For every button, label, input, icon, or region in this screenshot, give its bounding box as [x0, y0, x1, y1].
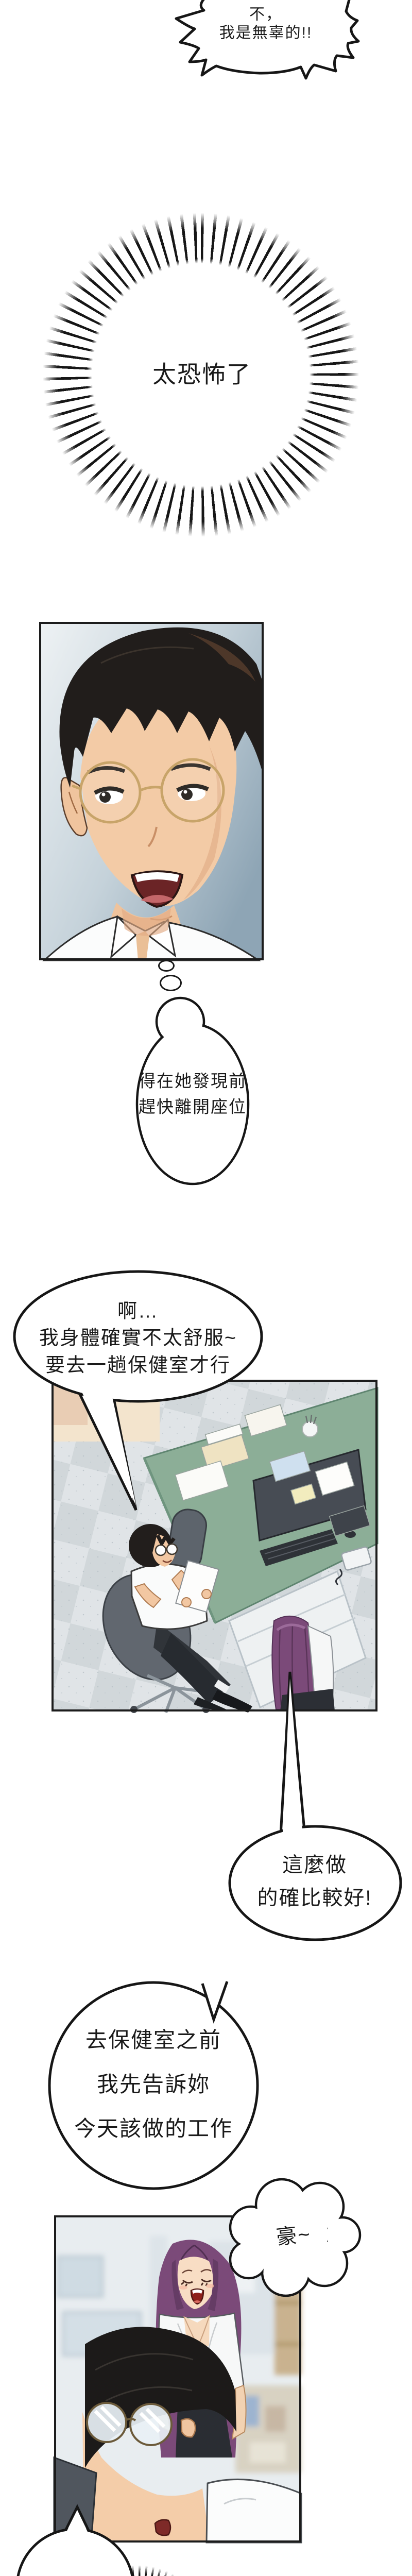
- man-sitting: [102, 1524, 252, 1714]
- bubble-briefing-line1: 去保健室之前: [85, 2027, 222, 2052]
- bubble-excuse-line2: 我身體確實不太舒服~: [39, 1327, 237, 1349]
- panel-office-closeup: [53, 2215, 302, 2544]
- bubble-leave-thought: [135, 996, 250, 1185]
- bubble-wait: [16, 2504, 134, 2576]
- burst-scary-text: 太恐怖了: [152, 361, 251, 388]
- cloud-sigh-text: 豪~: [275, 2223, 312, 2249]
- reflective-glasses: [86, 2402, 173, 2446]
- bubble-excuse-line3: 要去一趟保健室才行: [45, 1354, 231, 1377]
- man-foreground: [82, 2327, 302, 2544]
- thought-dot-large: [160, 975, 182, 991]
- bubble-briefing-line2: 我先告訴妳: [96, 2072, 211, 2096]
- bubble-agree-line1: 這麼做: [282, 1854, 347, 1876]
- bubble-innocent: [175, 0, 360, 80]
- panel-face: [39, 622, 264, 961]
- bubble-leave-line2: 趕快離開座位: [139, 1097, 247, 1116]
- bubble-leave-line1: 得在她發現前: [139, 1071, 247, 1091]
- desk-papers: [175, 1404, 371, 1537]
- bubble-innocent-line2: 我是無辜的!!: [219, 24, 313, 42]
- man-shocked: [42, 627, 264, 961]
- bubble-innocent-line1: 不，: [249, 6, 282, 23]
- bubble-briefing-line3: 今天該做的工作: [74, 2116, 233, 2141]
- bubble-excuse-line1: 啊…: [117, 1300, 159, 1323]
- burst-scary: [36, 206, 366, 544]
- round-glasses: [72, 758, 225, 824]
- bubble-agree-line2: 的確比較好!: [257, 1887, 372, 1909]
- thought-dot-small: [158, 960, 175, 972]
- keyboard: [260, 1529, 338, 1566]
- bubble-briefing: [48, 1981, 259, 2190]
- cloud-sigh: [229, 2178, 362, 2297]
- bubble-excuse: [13, 1270, 263, 1511]
- desk-phone: [335, 1546, 372, 1586]
- woman-entering: [271, 1615, 335, 1711]
- bubble-agree: [228, 1671, 402, 1941]
